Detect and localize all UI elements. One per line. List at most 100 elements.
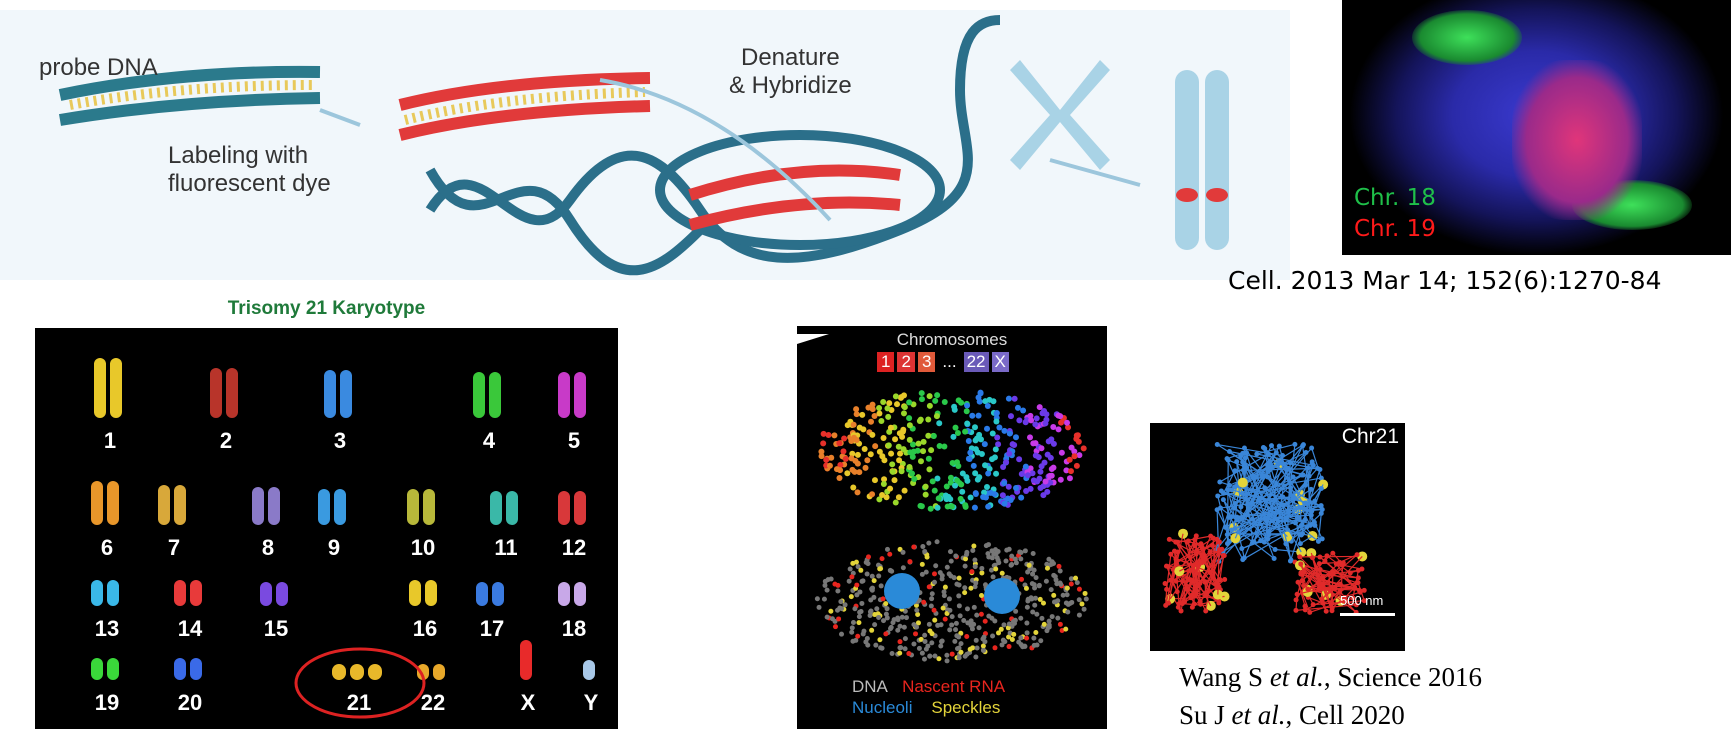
chromatin-bead [853, 406, 860, 413]
chromatin-bead [885, 442, 892, 449]
dna-bead [958, 630, 964, 636]
arrow-icon [319, 108, 361, 127]
dna-bead [1024, 604, 1030, 610]
dna-bead [972, 564, 978, 570]
dna-bead [889, 650, 895, 656]
chr21-bead [1315, 538, 1321, 544]
karyotype-label-12: 12 [561, 535, 587, 560]
chromatin-bead [929, 478, 936, 485]
chromatin-bead [1022, 463, 1029, 470]
chromatin-bead [895, 494, 902, 501]
dna-bead [1068, 576, 1074, 582]
dna-bead [861, 628, 867, 634]
dna-bead [855, 633, 861, 639]
dna-bead [883, 601, 889, 607]
chr21-bead [1318, 475, 1324, 481]
chromatin-bead [917, 458, 924, 465]
dna-bead [1033, 575, 1039, 581]
dna-bead [988, 567, 994, 573]
karyotype-label-1: 1 [103, 428, 117, 453]
chromatin-bead [820, 440, 827, 447]
chr21-link [1322, 577, 1357, 613]
karyotype-label-6: 6 [100, 535, 114, 560]
dna-bead [829, 616, 835, 622]
chromatin-bead [1042, 420, 1049, 427]
dna-bead [1032, 602, 1038, 608]
dna-bead [857, 609, 863, 615]
chr21-link [1319, 561, 1340, 565]
chromatin-bead [1036, 475, 1043, 482]
chromatin-bead [966, 456, 973, 463]
dna-bead [849, 629, 855, 635]
chromatin-bead [854, 451, 861, 458]
chromosome-7 [158, 485, 170, 525]
chromosome-legend: DNA Nascent RNA Nucleoli Speckles [852, 676, 1005, 718]
chromatin-bead [823, 456, 830, 463]
dna-bead [996, 630, 1002, 636]
chromatin-bead [861, 445, 868, 452]
dna-bead [900, 549, 906, 555]
karyotype-label-10: 10 [410, 535, 436, 560]
dna-bead [920, 544, 926, 550]
karyotype-label-19: 19 [94, 690, 120, 715]
dna-bead [947, 607, 953, 613]
dna-bead [854, 582, 860, 588]
denature-label: Denature & Hybridize [729, 44, 852, 100]
chromatin-bead [1016, 456, 1023, 463]
labeling-label: Labeling with fluorescent dye [168, 142, 331, 198]
chr21-bead [1319, 575, 1325, 581]
chr21-bead [1200, 555, 1206, 561]
chip-3: 3 [917, 352, 936, 372]
chromatin-bead [1064, 419, 1071, 426]
dna-bead [932, 617, 938, 623]
chr21-link [1299, 556, 1319, 576]
dna-bead [837, 605, 843, 611]
dna-bead [877, 637, 883, 643]
chr21-3d-panel: Chr21 500 nm [1150, 423, 1405, 651]
chromatin-bead [1006, 430, 1013, 437]
chromatin-bead [1058, 449, 1065, 456]
dna-bead [981, 647, 987, 653]
chromatin-bead [1044, 451, 1051, 458]
dna-bead [1004, 547, 1010, 553]
chromatin-bead [889, 461, 896, 468]
chr21-bead [1205, 588, 1211, 594]
chr21-link [1318, 554, 1358, 589]
karyotype-label-15: 15 [263, 616, 289, 641]
chromatin-bead [1057, 476, 1064, 483]
chromatin-bead [892, 499, 899, 506]
chr21-bead [1361, 587, 1367, 593]
dna-bead [1038, 638, 1044, 644]
dna-bead [902, 636, 908, 642]
chromosome-2 [226, 368, 238, 418]
dna-bead [859, 600, 865, 606]
chr21-bead [1318, 485, 1324, 491]
dna-bead [986, 613, 992, 619]
chr21-link [1168, 563, 1199, 568]
chromatin-bead [1071, 453, 1078, 460]
denature-line-2: & Hybridize [729, 72, 852, 99]
chromatin-bead [825, 432, 832, 439]
chromatin-bead [844, 422, 851, 429]
chromosome-icon [1010, 60, 1229, 250]
chromosome-8 [252, 487, 264, 525]
chromatin-bead [1043, 411, 1050, 418]
arrow-icon [599, 78, 832, 222]
dna-bead [1031, 567, 1037, 573]
chromatin-bead [849, 450, 856, 457]
dna-bead [824, 614, 830, 620]
chromatin-bead [833, 466, 840, 473]
chr21-bead [1319, 536, 1325, 542]
chromatin-bead [954, 430, 961, 437]
dna-bead [1002, 639, 1008, 645]
chromatin-bead [989, 456, 996, 463]
chromatin-bead [1073, 435, 1080, 442]
chromatin-bead [967, 449, 974, 456]
chr21-link [1234, 476, 1263, 539]
chromatin-bead [844, 470, 851, 477]
karyotype-label-18: 18 [561, 616, 587, 641]
dna-bead [835, 588, 841, 594]
dna-bead [941, 589, 947, 595]
dna-bead [846, 578, 852, 584]
chromosome-13 [107, 580, 119, 606]
